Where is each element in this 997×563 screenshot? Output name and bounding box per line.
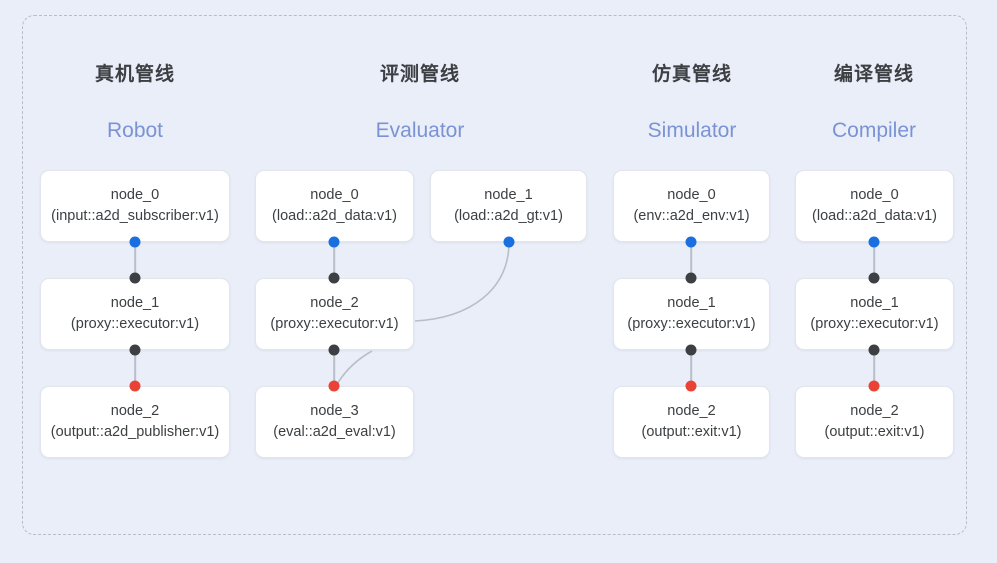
column-title-cn-robot: 真机管线	[94, 64, 176, 85]
port-compiler-0-output[interactable]	[868, 236, 880, 248]
node-robot-0[interactable]: node_0 (input::a2d_subscriber:v1)	[40, 170, 230, 242]
node-name: node_2	[850, 403, 899, 419]
node-compiler-1[interactable]: node_1 (proxy::executor:v1)	[795, 278, 954, 350]
port-compiler-1-input[interactable]	[868, 272, 880, 284]
column-header-robot: 真机管线 Robot	[95, 62, 175, 145]
node-name: node_0	[310, 187, 359, 203]
port-robot-0-output[interactable]	[129, 236, 141, 248]
node-spec: (load::a2d_gt:v1)	[454, 208, 563, 224]
column-title-en-robot: Robot	[106, 119, 164, 142]
link-robot-0-1	[134, 241, 136, 278]
node-robot-2[interactable]: node_2 (output::a2d_publisher:v1)	[40, 386, 230, 458]
port-evaluator-2-input[interactable]	[328, 272, 340, 284]
node-name: node_1	[484, 187, 533, 203]
link-compiler-1-2	[873, 349, 875, 386]
column-title-cn-evaluator: 评测管线	[379, 64, 460, 85]
port-robot-2-input[interactable]	[129, 380, 141, 392]
column-title-cn-compiler: 编译管线	[833, 64, 914, 85]
node-spec: (proxy::executor:v1)	[810, 316, 939, 332]
link-robot-1-2	[134, 349, 136, 386]
link-simulator-1-2	[690, 349, 692, 386]
port-robot-1-input[interactable]	[129, 272, 141, 284]
port-evaluator-2-output[interactable]	[328, 344, 340, 356]
column-title-en-evaluator: Evaluator	[375, 119, 465, 142]
column-title-en-compiler: Compiler	[831, 119, 917, 142]
port-simulator-2-input[interactable]	[685, 380, 697, 392]
port-compiler-1-output[interactable]	[868, 344, 880, 356]
node-name: node_0	[110, 187, 160, 203]
node-spec: (proxy::executor:v1)	[70, 316, 200, 332]
link-compiler-0-1	[873, 241, 875, 278]
link-evaluator-2-3	[333, 349, 335, 386]
port-compiler-2-input[interactable]	[868, 380, 880, 392]
node-compiler-0[interactable]: node_0 (load::a2d_data:v1)	[795, 170, 954, 242]
node-spec: (output::exit:v1)	[824, 424, 925, 440]
node-spec: (eval::a2d_eval:v1)	[273, 424, 396, 440]
node-name: node_2	[667, 403, 716, 419]
node-robot-1[interactable]: node_1 (proxy::executor:v1)	[40, 278, 230, 350]
node-spec: (output::exit:v1)	[641, 424, 742, 440]
port-evaluator-3-input[interactable]	[328, 380, 340, 392]
node-evaluator-3[interactable]: node_3 (eval::a2d_eval:v1)	[255, 386, 414, 458]
port-evaluator-1-output[interactable]	[503, 236, 515, 248]
node-spec: (load::a2d_data:v1)	[272, 208, 397, 224]
node-evaluator-0[interactable]: node_0 (load::a2d_data:v1)	[255, 170, 414, 242]
node-name: node_0	[667, 187, 716, 203]
node-spec: (input::a2d_subscriber:v1)	[51, 208, 219, 224]
node-simulator-0[interactable]: node_0 (env::a2d_env:v1)	[613, 170, 770, 242]
node-compiler-2[interactable]: node_2 (output::exit:v1)	[795, 386, 954, 458]
port-simulator-0-output[interactable]	[685, 236, 697, 248]
port-robot-1-output[interactable]	[129, 344, 141, 356]
node-simulator-1[interactable]: node_1 (proxy::executor:v1)	[613, 278, 770, 350]
node-name: node_1	[110, 295, 160, 311]
link-simulator-0-1	[690, 241, 692, 278]
node-name: node_2	[110, 403, 160, 419]
column-header-simulator: 仿真管线 Simulator	[648, 62, 737, 145]
node-name: node_2	[310, 295, 359, 311]
node-spec: (load::a2d_data:v1)	[812, 208, 937, 224]
node-simulator-2[interactable]: node_2 (output::exit:v1)	[613, 386, 770, 458]
node-name: node_3	[310, 403, 359, 419]
column-title-en-simulator: Simulator	[647, 119, 737, 142]
column-title-cn-simulator: 仿真管线	[651, 64, 733, 85]
node-name: node_1	[850, 295, 899, 311]
node-spec: (env::a2d_env:v1)	[633, 208, 750, 224]
link-evaluator-0-2	[333, 241, 335, 278]
node-evaluator-2[interactable]: node_2 (proxy::executor:v1)	[255, 278, 414, 350]
node-spec: (proxy::executor:v1)	[270, 316, 399, 332]
pipeline-dashed-frame	[22, 15, 967, 535]
column-header-compiler: 编译管线 Compiler	[832, 62, 916, 145]
port-simulator-1-output[interactable]	[685, 344, 697, 356]
node-spec: (proxy::executor:v1)	[627, 316, 756, 332]
node-name: node_0	[850, 187, 899, 203]
port-simulator-1-input[interactable]	[685, 272, 697, 284]
node-spec: (output::a2d_publisher:v1)	[50, 424, 220, 440]
column-header-evaluator: 评测管线 Evaluator	[376, 62, 465, 145]
port-evaluator-0-output[interactable]	[328, 236, 340, 248]
node-evaluator-1[interactable]: node_1 (load::a2d_gt:v1)	[430, 170, 587, 242]
node-name: node_1	[667, 295, 716, 311]
